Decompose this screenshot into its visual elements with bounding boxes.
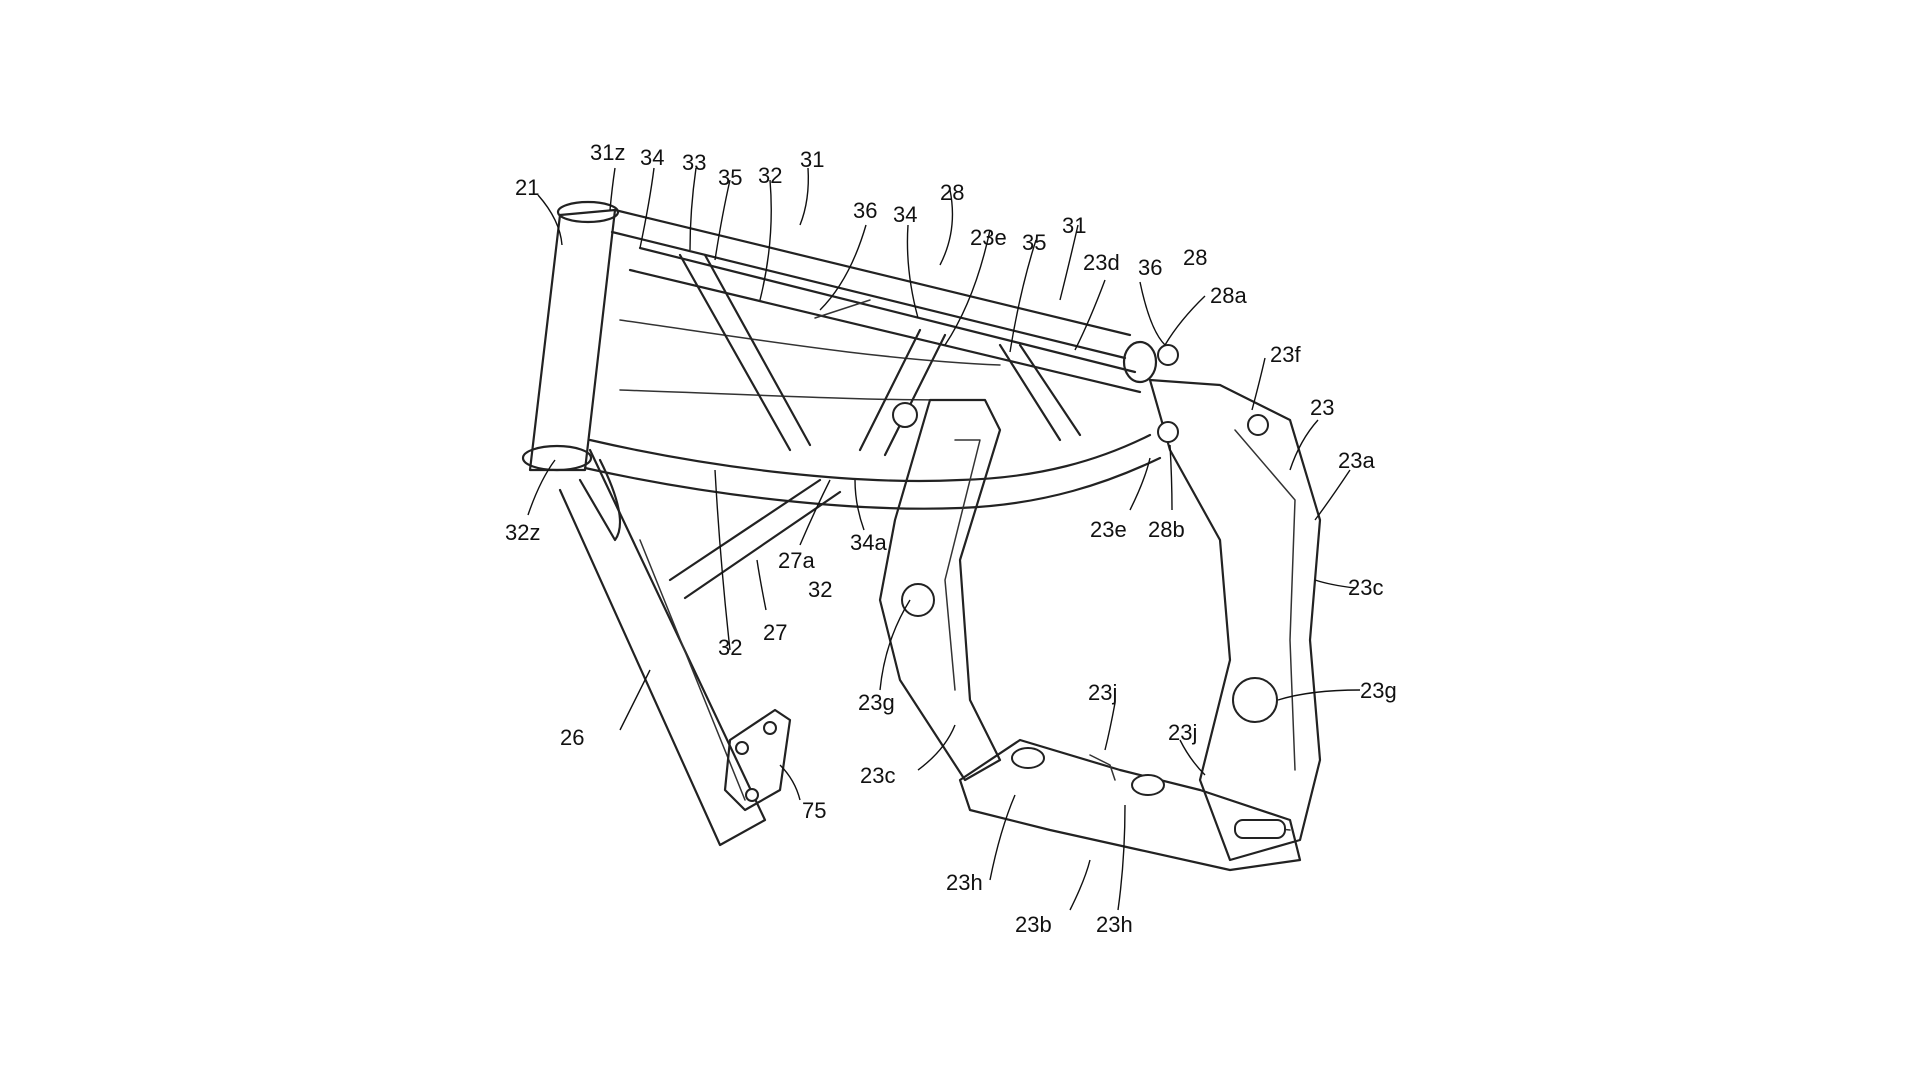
label-28b: 28b <box>1148 517 1185 542</box>
label-28a: 28a <box>1210 283 1247 308</box>
label-32-bottom: 32 <box>718 635 742 660</box>
engine-bracket <box>723 708 792 812</box>
label-23h-right: 23h <box>1096 912 1133 937</box>
reference-labels: 21 31z 34 33 35 32 31 36 34 28 23e 35 31… <box>505 140 1397 937</box>
leader-lines <box>527 167 1361 911</box>
label-27: 27 <box>763 620 787 645</box>
label-28-right: 28 <box>1183 245 1207 270</box>
label-34-right: 34 <box>893 202 917 227</box>
label-34-left: 34 <box>640 145 664 170</box>
lower-main-tube <box>583 319 1162 510</box>
cross-braces <box>678 253 1082 457</box>
label-23h-left: 23h <box>946 870 983 895</box>
head-pipe <box>521 200 620 472</box>
label-32-mid: 32 <box>808 577 832 602</box>
label-31-left: 31 <box>800 147 824 172</box>
label-31-right: 31 <box>1062 213 1086 238</box>
lower-strut <box>668 478 842 600</box>
label-23g-right: 23g <box>1360 678 1397 703</box>
label-23c-right: 23c <box>1348 575 1383 600</box>
label-36-right: 36 <box>1138 255 1162 280</box>
label-23g-left: 23g <box>858 690 895 715</box>
label-35-left: 35 <box>718 165 742 190</box>
label-31z: 31z <box>590 140 625 165</box>
label-36-left: 36 <box>853 198 877 223</box>
label-23c-left: 23c <box>860 763 895 788</box>
label-32z: 32z <box>505 520 540 545</box>
right-pivot-plate <box>1148 344 1322 862</box>
label-23e-bottom: 23e <box>1090 517 1127 542</box>
label-23j-left: 23j <box>1088 680 1117 705</box>
label-23e-top: 23e <box>970 225 1007 250</box>
upper-main-tubes <box>610 208 1158 394</box>
label-32-top: 32 <box>758 163 782 188</box>
left-pivot-plate <box>878 398 1002 782</box>
label-27a: 27a <box>778 548 815 573</box>
label-28-top: 28 <box>940 180 964 205</box>
label-23f: 23f <box>1270 342 1301 367</box>
label-21: 21 <box>515 175 539 200</box>
label-23: 23 <box>1310 395 1334 420</box>
label-23b: 23b <box>1015 912 1052 937</box>
lower-cross-member <box>958 738 1302 872</box>
label-23j-right: 23j <box>1168 720 1197 745</box>
label-75: 75 <box>802 798 826 823</box>
label-35-right: 35 <box>1022 230 1046 255</box>
label-23d: 23d <box>1083 250 1120 275</box>
label-26: 26 <box>560 725 584 750</box>
label-34a: 34a <box>850 530 887 555</box>
label-23a: 23a <box>1338 448 1375 473</box>
label-33: 33 <box>682 150 706 175</box>
